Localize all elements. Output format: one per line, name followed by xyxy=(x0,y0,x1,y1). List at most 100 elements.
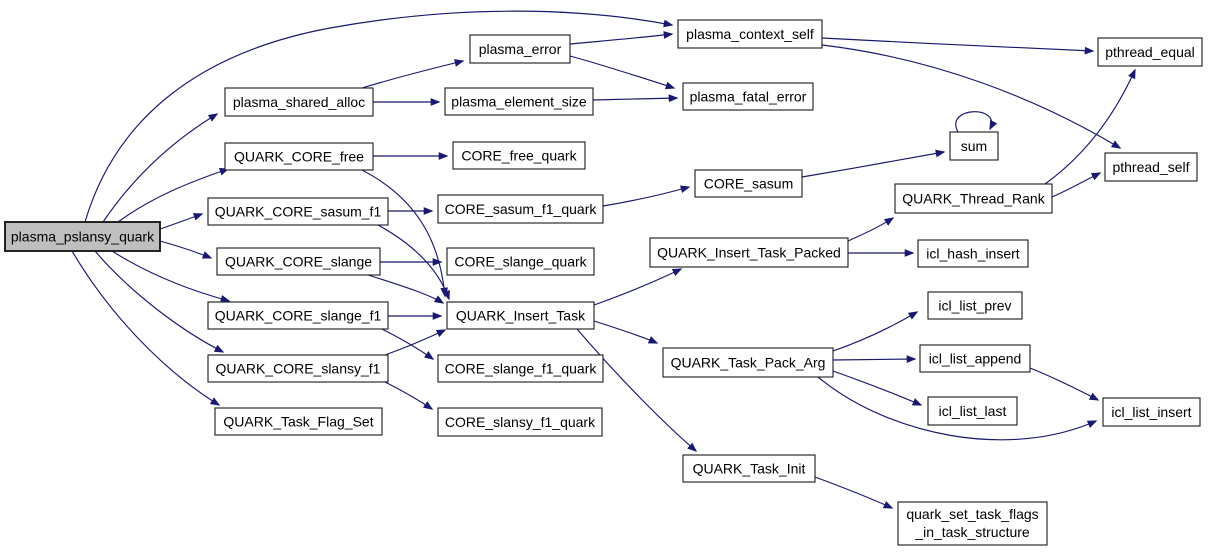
node-QUARK_Insert_Task_Packed[interactable]: QUARK_Insert_Task_Packed xyxy=(649,237,849,268)
edge-plasma_pslansy_quark--QUARK_CORE_slange xyxy=(159,240,213,259)
edge-QUARK_Insert_Task--QUARK_Insert_Task_Packed xyxy=(593,268,683,306)
node-box-plasma_shared_alloc[interactable] xyxy=(224,87,374,117)
edge-icl_list_append--icl_list_insert xyxy=(1029,367,1100,401)
node-label-plasma_shared_alloc: plasma_shared_alloc xyxy=(233,94,365,110)
node-label-QUARK_Task_Flag_Set: QUARK_Task_Flag_Set xyxy=(223,414,373,430)
edges-layer xyxy=(71,10,1136,509)
node-plasma_context_self[interactable]: plasma_context_self xyxy=(677,19,823,49)
node-icl_list_append[interactable]: icl_list_append xyxy=(919,344,1031,373)
node-pthread_self[interactable]: pthread_self xyxy=(1104,152,1198,182)
node-box-QUARK_Insert_Task_Packed[interactable] xyxy=(649,237,849,268)
node-QUARK_Task_Pack_Arg[interactable]: QUARK_Task_Pack_Arg xyxy=(662,347,834,378)
node-box-CORE_sasum_f1_quark[interactable] xyxy=(437,194,604,224)
node-quark_set_task_flags_in_task_structure[interactable]: quark_set_task_flags_in_task_structure xyxy=(897,501,1048,546)
node-QUARK_CORE_slansy_f1[interactable]: QUARK_CORE_slansy_f1 xyxy=(207,354,389,383)
node-box-QUARK_CORE_slange_f1[interactable] xyxy=(207,301,389,330)
node-box-QUARK_Thread_Rank[interactable] xyxy=(894,183,1053,214)
edge-plasma_pslansy_quark--QUARK_CORE_slange_f1 xyxy=(111,250,231,303)
node-label-CORE_slansy_f1_quark: CORE_slansy_f1_quark xyxy=(445,414,596,430)
edge-plasma_error--plasma_fatal_error xyxy=(569,55,676,90)
node-box-icl_list_prev[interactable] xyxy=(927,291,1023,320)
node-label-CORE_slange_f1_quark: CORE_slange_f1_quark xyxy=(445,361,598,377)
node-box-sum[interactable] xyxy=(949,131,999,161)
node-CORE_slansy_f1_quark[interactable]: CORE_slansy_f1_quark xyxy=(437,407,603,437)
node-box-icl_list_last[interactable] xyxy=(927,396,1018,426)
node-box-quark_set_task_flags_in_task_structure[interactable] xyxy=(897,501,1048,546)
node-plasma_fatal_error[interactable]: plasma_fatal_error xyxy=(682,82,814,111)
node-box-QUARK_CORE_slansy_f1[interactable] xyxy=(207,354,389,383)
edge-QUARK_Task_Init--quark_set_task_flags_in_task_structure xyxy=(814,476,894,509)
node-icl_list_insert[interactable]: icl_list_insert xyxy=(1102,397,1201,427)
node-box-CORE_free_quark[interactable] xyxy=(452,141,586,170)
node-box-QUARK_Insert_Task[interactable] xyxy=(446,301,595,330)
node-plasma_element_size[interactable]: plasma_element_size xyxy=(444,87,594,116)
node-box-plasma_context_self[interactable] xyxy=(677,19,823,49)
node-box-CORE_slange_quark[interactable] xyxy=(446,247,595,276)
edge-plasma_pslansy_quark--QUARK_CORE_free xyxy=(117,167,230,223)
node-box-plasma_fatal_error[interactable] xyxy=(682,82,814,111)
node-CORE_free_quark[interactable]: CORE_free_quark xyxy=(452,141,586,170)
node-label-plasma_pslansy_quark: plasma_pslansy_quark xyxy=(11,229,155,245)
node-box-QUARK_Task_Init[interactable] xyxy=(682,454,816,483)
edge-QUARK_Task_Pack_Arg--icl_list_insert xyxy=(817,376,1098,441)
node-QUARK_Thread_Rank[interactable]: QUARK_Thread_Rank xyxy=(894,183,1053,214)
node-box-plasma_element_size[interactable] xyxy=(444,87,594,116)
node-label-QUARK_CORE_sasum_f1: QUARK_CORE_sasum_f1 xyxy=(215,204,382,220)
edge-QUARK_CORE_slansy_f1--QUARK_Insert_Task xyxy=(384,329,447,356)
node-label-icl_list_insert: icl_list_insert xyxy=(1111,404,1191,420)
node-CORE_slange_quark[interactable]: CORE_slange_quark xyxy=(446,247,595,276)
node-label-QUARK_Task_Init: QUARK_Task_Init xyxy=(693,461,806,477)
edge-QUARK_Task_Pack_Arg--icl_list_last xyxy=(832,370,923,406)
edge-QUARK_Insert_Task_Packed--QUARK_Thread_Rank xyxy=(847,217,895,242)
node-label-QUARK_CORE_slange: QUARK_CORE_slange xyxy=(225,254,372,270)
node-QUARK_CORE_sasum_f1[interactable]: QUARK_CORE_sasum_f1 xyxy=(207,197,389,226)
node-icl_hash_insert[interactable]: icl_hash_insert xyxy=(917,239,1029,268)
node-label-sum: sum xyxy=(961,138,987,154)
edge-QUARK_Thread_Rank--pthread_self xyxy=(1051,172,1102,198)
node-box-pthread_self[interactable] xyxy=(1104,152,1198,182)
node-box-pthread_equal[interactable] xyxy=(1097,37,1203,67)
node-CORE_sasum[interactable]: CORE_sasum xyxy=(694,169,803,198)
edge-QUARK_CORE_sasum_f1--QUARK_Insert_Task xyxy=(377,224,450,301)
node-box-CORE_slange_f1_quark[interactable] xyxy=(437,354,604,383)
node-box-QUARK_CORE_slange[interactable] xyxy=(216,247,381,276)
edge-plasma_pslansy_quark--QUARK_CORE_sasum_f1 xyxy=(159,213,204,230)
edge-plasma_element_size--plasma_fatal_error xyxy=(592,94,679,103)
node-pthread_equal[interactable]: pthread_equal xyxy=(1097,37,1203,67)
node-QUARK_Insert_Task[interactable]: QUARK_Insert_Task xyxy=(446,301,595,330)
node-QUARK_Task_Flag_Set[interactable]: QUARK_Task_Flag_Set xyxy=(214,407,383,436)
node-box-QUARK_CORE_free[interactable] xyxy=(224,142,374,171)
node-box-icl_hash_insert[interactable] xyxy=(917,239,1029,268)
node-label-icl_list_last: icl_list_last xyxy=(939,403,1007,419)
edge-CORE_sasum_f1_quark--CORE_sasum xyxy=(602,185,691,207)
edge-QUARK_CORE_slange_f1--CORE_slange_f1_quark xyxy=(381,328,435,360)
node-box-QUARK_CORE_sasum_f1[interactable] xyxy=(207,197,389,226)
node-plasma_shared_alloc[interactable]: plasma_shared_alloc xyxy=(224,87,374,117)
node-box-CORE_sasum[interactable] xyxy=(694,169,803,198)
node-box-QUARK_Task_Pack_Arg[interactable] xyxy=(662,347,834,378)
node-label-plasma_context_self: plasma_context_self xyxy=(686,26,814,42)
node-icl_list_last[interactable]: icl_list_last xyxy=(927,396,1018,426)
node-QUARK_Task_Init[interactable]: QUARK_Task_Init xyxy=(682,454,816,483)
node-label-pthread_equal: pthread_equal xyxy=(1105,44,1195,60)
node-QUARK_CORE_free[interactable]: QUARK_CORE_free xyxy=(224,142,374,171)
node-QUARK_CORE_slange_f1[interactable]: QUARK_CORE_slange_f1 xyxy=(207,301,389,330)
node-box-QUARK_Task_Flag_Set[interactable] xyxy=(214,407,383,436)
node-sum[interactable]: sum xyxy=(949,131,999,161)
edge-QUARK_CORE_slange--QUARK_Insert_Task xyxy=(367,274,445,304)
node-plasma_error[interactable]: plasma_error xyxy=(469,34,571,64)
edge-plasma_pslansy_quark--plasma_context_self xyxy=(84,10,674,223)
node-label-QUARK_Insert_Task_Packed: QUARK_Insert_Task_Packed xyxy=(657,245,841,261)
node-QUARK_CORE_slange[interactable]: QUARK_CORE_slange xyxy=(216,247,381,276)
node-CORE_sasum_f1_quark[interactable]: CORE_sasum_f1_quark xyxy=(437,194,604,224)
node-box-icl_list_append[interactable] xyxy=(919,344,1031,373)
edge-sum--sum xyxy=(955,111,998,133)
node-box-icl_list_insert[interactable] xyxy=(1102,397,1201,427)
node-CORE_slange_f1_quark[interactable]: CORE_slange_f1_quark xyxy=(437,354,604,383)
node-plasma_pslansy_quark: plasma_pslansy_quark xyxy=(4,221,161,252)
edge-plasma_pslansy_quark--QUARK_Task_Flag_Set xyxy=(71,250,221,406)
node-icl_list_prev[interactable]: icl_list_prev xyxy=(927,291,1023,320)
node-box-CORE_slansy_f1_quark[interactable] xyxy=(437,407,603,437)
node-box-plasma_error[interactable] xyxy=(469,34,571,64)
